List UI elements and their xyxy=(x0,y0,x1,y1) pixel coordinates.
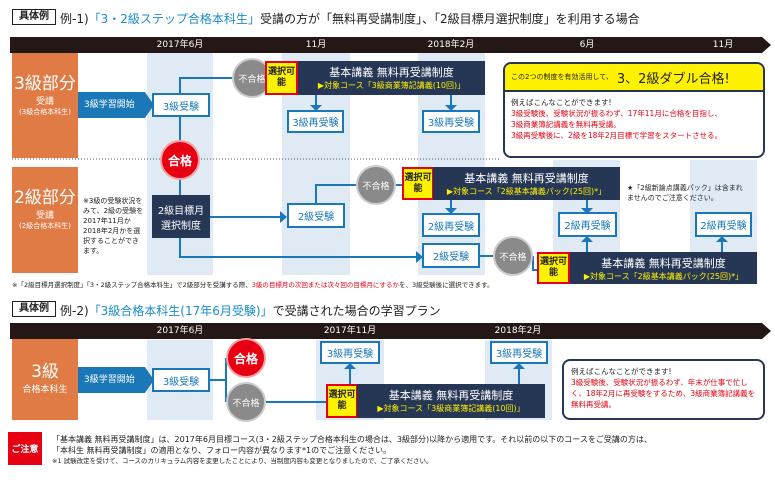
grade3-retake: 3級再受験 xyxy=(287,110,344,133)
selectable-badge: 選択可能 xyxy=(402,167,434,200)
section-course: (2級合格本科生) xyxy=(19,222,71,230)
promo-intro: 例えばこんなことができます! xyxy=(511,98,612,107)
notice-label: ご注意 xyxy=(8,432,42,465)
fail-badge: 不合格 xyxy=(226,382,266,422)
grade2-exam: 2級受験 xyxy=(422,243,480,268)
promo-lead: この2つの制度を有効活用して、 xyxy=(511,73,613,81)
timeline-label: 2017年11月 xyxy=(323,326,377,336)
timeline-label: 2018年2月 xyxy=(427,40,475,50)
section-course: (3級合格本科生) xyxy=(19,108,71,116)
timeline-bar xyxy=(10,37,762,53)
footnote-highlight: 3級の目標月の次回または次々回の目標月にするか xyxy=(251,281,399,289)
system-name: 基本講義 無料再受講制度 xyxy=(329,66,454,79)
free-retake-system: 基本講義 無料再受講制度 ▶対象コース「2級基本講義パック(25回)*」 xyxy=(570,252,757,284)
highlight: 「3・2級ステップ合格本科生」 xyxy=(88,12,260,26)
target-course: ▶対象コース「2級基本講義パック(25回)*」 xyxy=(583,272,744,281)
grade2-note: ※3級の受験状況をみて、2級の受験を2017年11月か2018年2月かを選択する… xyxy=(83,197,144,255)
timeline-label: 2017年6月 xyxy=(156,40,204,50)
selectable-badge: 選択可能 xyxy=(265,61,298,95)
timeline-label: 11月 xyxy=(712,40,734,50)
section-title: 3級 xyxy=(31,362,59,382)
study-start: 3級学習開始 xyxy=(78,367,154,393)
system-name: 基本講義 無料再受講制度 xyxy=(464,172,589,185)
timeline-bar xyxy=(10,323,762,339)
selectable-badge: 選択可能 xyxy=(326,384,358,418)
notice-line: 「本科生 無料再受講制度」の適用となり、フォロー内容が異なります*1のでご注意く… xyxy=(52,446,392,455)
system-name: 基本講義 無料再受講制度 xyxy=(388,389,514,402)
grade2-retake: 2級再受験 xyxy=(422,213,480,237)
example1-title: 例-1)「3・2級ステップ合格本科生」受講の方が「無料再受講制度」、「2級目標月… xyxy=(60,10,640,27)
section-sub: 受講 xyxy=(35,211,54,221)
notice-footnote: ※1 試験改定を受けて、コースのカリキュラム内容を変更したことにより、当制度内容… xyxy=(52,457,433,465)
free-retake-system: 基本講義 無料再受講制度 ▶対象コース「3級商業簿記講義(10回)」 xyxy=(357,384,545,418)
grade2-exam: 2級受験 xyxy=(287,203,345,228)
grade2-retake: 2級再受験 xyxy=(695,212,752,237)
fail-badge: 不合格 xyxy=(493,236,533,276)
selectable-badge: 選択可能 xyxy=(537,252,570,284)
example-intro: 例えばこんなことができます! xyxy=(571,367,672,376)
highlight: 「3級合格本科生(17年6月受験)」 xyxy=(88,304,273,318)
grade2-section-label: 2級部分 受講 (2級合格本科生) xyxy=(12,167,78,273)
promo-line: 3級受験後、受験状況が振るわず、17年11月に合格を目指し、 xyxy=(511,109,722,118)
example-body: 3級受験後、受験状況が振るわず、年末が仕事で忙しく、18年2月に再受験をするため… xyxy=(571,378,756,409)
grade3-retake: 3級再受験 xyxy=(490,341,548,364)
timeline-label: 6月 xyxy=(579,40,595,50)
example-tag: 具体例 xyxy=(12,301,56,317)
timeline-label: 2017年6月 xyxy=(156,326,204,336)
example-tag: 具体例 xyxy=(12,9,56,25)
grade3-pass-course-label: 3級 合格本科生 xyxy=(12,339,78,420)
grade3-exam: 3級受験 xyxy=(152,93,210,117)
prefix: 例-2) xyxy=(60,304,89,318)
section-sub: 受講 xyxy=(35,97,54,107)
target-course: ▶対象コース「2級基本講義パック(25回)*」 xyxy=(446,187,607,196)
example2-title: 例-2)「3級合格本科生(17年6月受験)」で受講された場合の学習プラン xyxy=(60,302,441,319)
footnote: ※「2級目標月選択制度」「3・2級ステップ合格本科生」で2級部分を受講する際、3… xyxy=(12,279,493,289)
free-retake-system: 基本講義 無料再受講制度 ▶対象コース「3級商業簿記講義(10回)」 xyxy=(298,61,485,95)
promo-headline: 3、2級ダブル合格! xyxy=(616,71,730,87)
section-title: 3級部分 xyxy=(14,74,76,94)
timeline-arrow xyxy=(762,323,771,339)
promo-line: 3級商業簿記講義を無料再受講。 xyxy=(511,120,621,129)
timeline-label: 2018年2月 xyxy=(494,326,542,336)
footnote-text: ※「2級目標月選択制度」「3・2級ステップ合格本科生」で2級部分を受講する際、 xyxy=(12,281,252,289)
fail-badge: 不合格 xyxy=(356,165,396,205)
suffix: で受講された場合の学習プラン xyxy=(272,304,441,318)
timeline-arrow xyxy=(762,37,771,53)
prefix: 例-1) xyxy=(60,12,89,26)
grade2-retake: 2級再受験 xyxy=(558,212,617,237)
suffix: 受講の方が「無料再受講制度」、「2級目標月選択制度」を利用する場合 xyxy=(259,12,640,26)
footnote-text: を、3級受験後に選択できます。 xyxy=(398,281,494,289)
promo-line: 3級再受験後に、2級を18年2月目標で学習をスタートさせる。 xyxy=(511,131,723,140)
grade3-retake: 3級再受験 xyxy=(320,341,380,364)
pass-badge: 合格 xyxy=(160,140,200,180)
free-retake-system: 基本講義 無料再受講制度 ▶対象コース「2級基本講義パック(25回)*」 xyxy=(433,167,620,200)
timeline-label: 11月 xyxy=(305,40,327,50)
study-start: 3級学習開始 xyxy=(78,92,154,118)
promo-box: この2つの制度を有効活用して、 3、2級ダブル合格! 例えばこんなことができます… xyxy=(503,62,765,158)
target-month-system: 2級目標月選択制度 xyxy=(152,195,210,238)
grade3-exam: 3級受験 xyxy=(152,368,210,392)
grade3-retake: 3級再受験 xyxy=(422,110,480,133)
system-name: 基本講義 無料再受講制度 xyxy=(601,257,726,270)
section-title: 2級部分 xyxy=(14,188,76,208)
target-course: ▶対象コース「3級商業簿記講義(10回)」 xyxy=(317,81,466,90)
notice-text: 「基本講義 無料再受講制度」は、2017年6月目標コース(3・2級ステップ合格本… xyxy=(52,434,772,467)
star-note: ★「2級新論点講義パック」は含まれませんのでご注意ください。 xyxy=(627,184,743,202)
notice-line: 「基本講義 無料再受講制度」は、2017年6月目標コース(3・2級ステップ合格本… xyxy=(52,435,652,444)
example-box: 例えばこんなことができます! 3級受験後、受験状況が振るわず、年末が仕事で忙しく… xyxy=(562,359,765,420)
section-sub: 合格本科生 xyxy=(22,385,68,395)
grade3-section-label: 3級部分 受講 (3級合格本科生) xyxy=(12,53,78,158)
pass-badge: 合格 xyxy=(226,338,266,378)
target-course: ▶対象コース「3級商業簿記講義(10回)」 xyxy=(377,404,525,413)
